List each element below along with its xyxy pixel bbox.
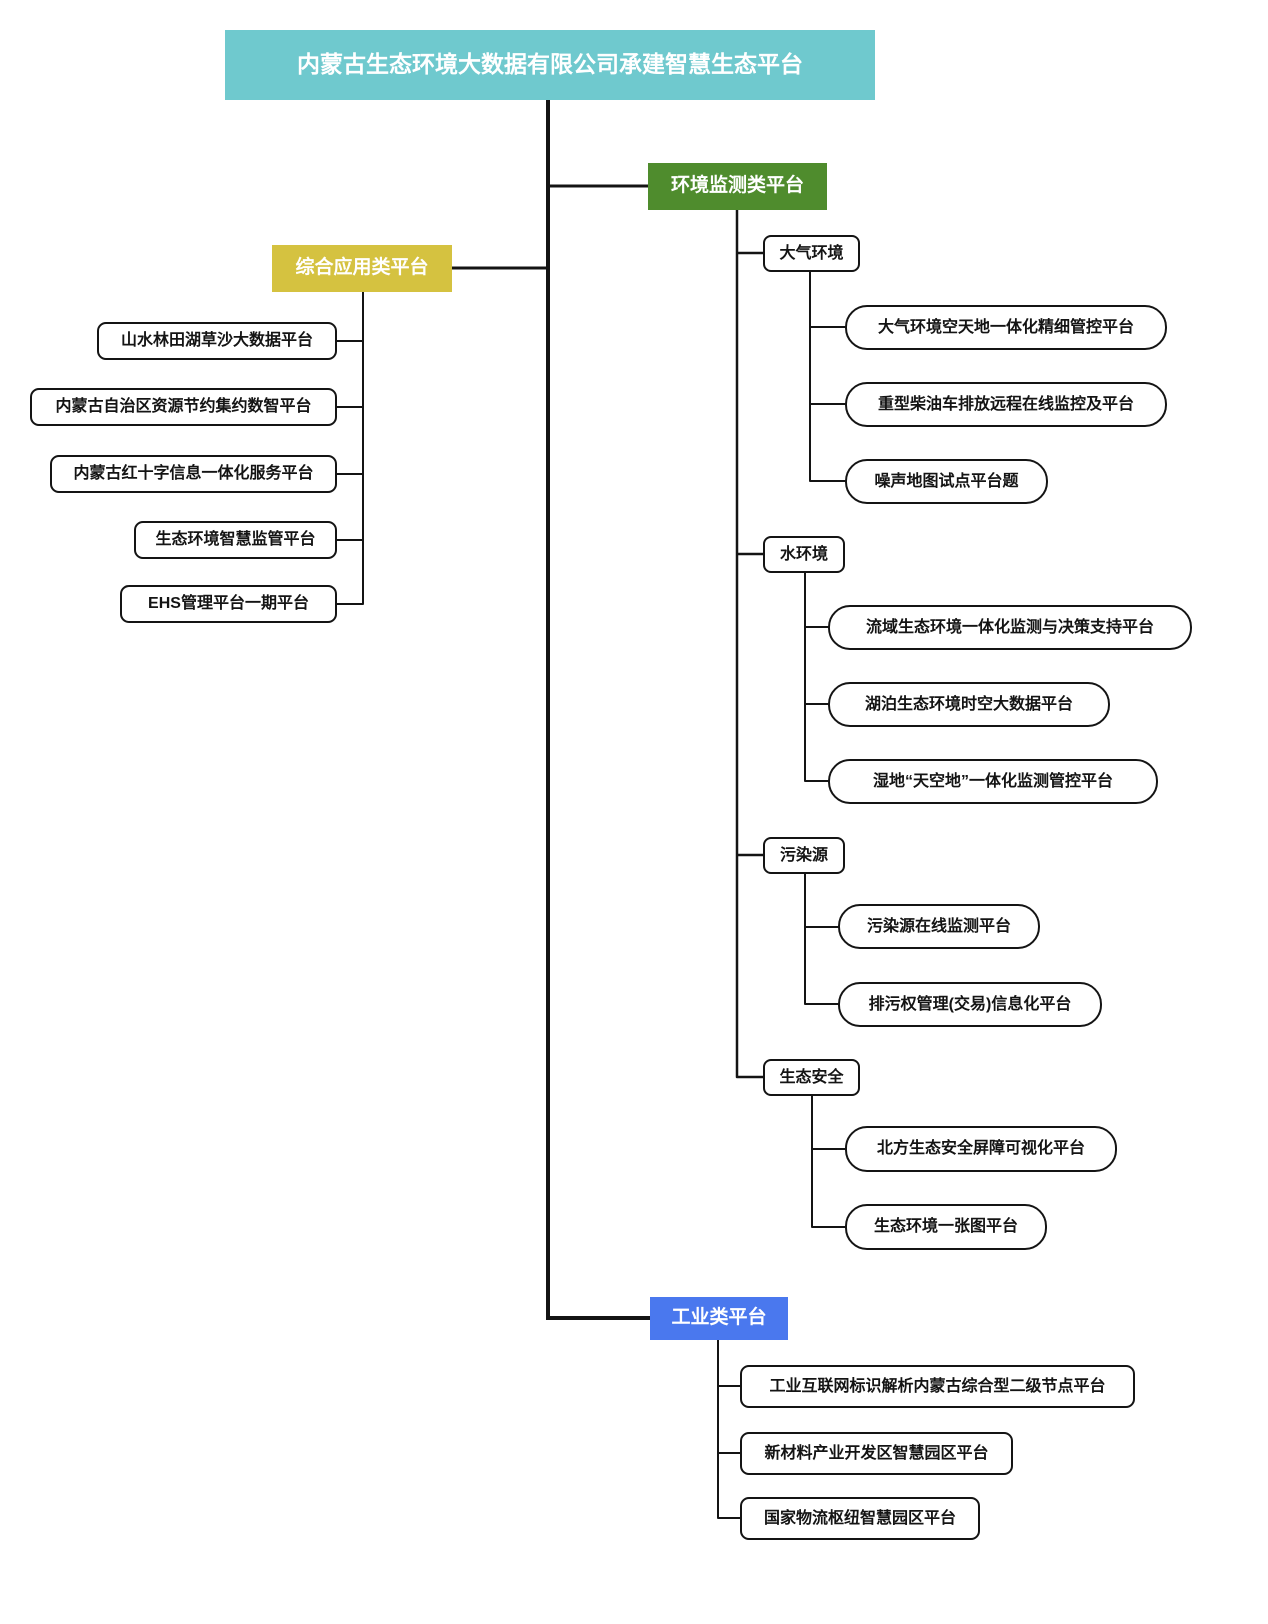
platform-node[interactable]: 工业互联网标识解析内蒙古综合型二级节点平台: [740, 1365, 1135, 1408]
platform-node[interactable]: 国家物流枢纽智慧园区平台: [740, 1497, 980, 1540]
platform-node[interactable]: 大气环境空天地一体化精细管控平台: [845, 305, 1167, 350]
root-node[interactable]: 内蒙古生态环境大数据有限公司承建智慧生态平台: [225, 30, 875, 100]
connector-comprehensive-children: [336, 291, 364, 605]
branch-node-comprehensive[interactable]: 综合应用类平台: [272, 245, 452, 292]
platform-node[interactable]: 山水林田湖草沙大数据平台: [97, 322, 337, 360]
connector-monitoring-categories: [735, 208, 765, 1079]
connector-air-children: [809, 271, 846, 482]
category-node-ecology[interactable]: 生态安全: [763, 1059, 860, 1096]
platform-node[interactable]: 新材料产业开发区智慧园区平台: [740, 1432, 1013, 1475]
connector-industry-children: [717, 1339, 741, 1519]
branch-node-monitoring[interactable]: 环境监测类平台: [648, 163, 827, 210]
platform-node[interactable]: 北方生态安全屏障可视化平台: [845, 1126, 1117, 1172]
platform-node[interactable]: 湖泊生态环境时空大数据平台: [828, 682, 1110, 727]
platform-node[interactable]: 排污权管理(交易)信息化平台: [838, 982, 1102, 1027]
branch-node-industry[interactable]: 工业类平台: [650, 1297, 788, 1340]
connector-water-children: [804, 572, 829, 782]
platform-node[interactable]: 内蒙古红十字信息一体化服务平台: [50, 455, 337, 493]
platform-node[interactable]: 内蒙古自治区资源节约集约数智平台: [30, 388, 337, 426]
platform-node[interactable]: 生态环境一张图平台: [845, 1204, 1047, 1250]
platform-node[interactable]: 湿地“天空地”一体化监测管控平台: [828, 759, 1158, 804]
platform-node[interactable]: EHS管理平台一期平台: [120, 585, 337, 623]
category-node-water[interactable]: 水环境: [763, 536, 845, 573]
platform-node[interactable]: 重型柴油车排放远程在线监控及平台: [845, 382, 1167, 427]
connector-ecology-children: [811, 1095, 846, 1228]
platform-node[interactable]: 污染源在线监测平台: [838, 904, 1040, 949]
connector-pollution-children: [804, 873, 839, 1005]
platform-node[interactable]: 流域生态环境一体化监测与决策支持平台: [828, 605, 1192, 650]
platform-node[interactable]: 生态环境智慧监管平台: [134, 521, 337, 559]
category-node-pollution[interactable]: 污染源: [763, 837, 845, 874]
platform-node[interactable]: 噪声地图试点平台题: [845, 459, 1048, 504]
category-node-air[interactable]: 大气环境: [763, 235, 860, 272]
connector-trunk: [546, 98, 652, 1320]
